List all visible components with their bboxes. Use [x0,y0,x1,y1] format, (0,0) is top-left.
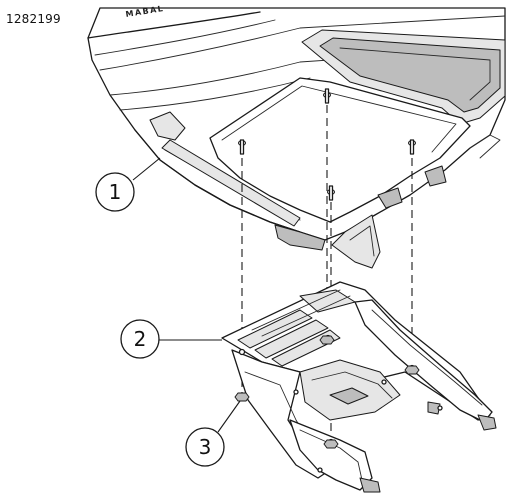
callout-2: 2 [120,319,160,359]
callout-2-label: 2 [134,327,147,351]
callout-1: 1 [95,172,135,212]
fastener-bolts [239,88,415,201]
hard-top-shell [87,7,506,269]
figure-reference-number: 1282199 [6,12,61,26]
callout-3-label: 3 [199,435,212,459]
fastener-nuts [234,335,420,449]
leader-lines [132,157,241,433]
mounting-bracket-frame [221,281,497,493]
callout-1-label: 1 [109,180,122,204]
callout-3: 3 [185,427,225,467]
